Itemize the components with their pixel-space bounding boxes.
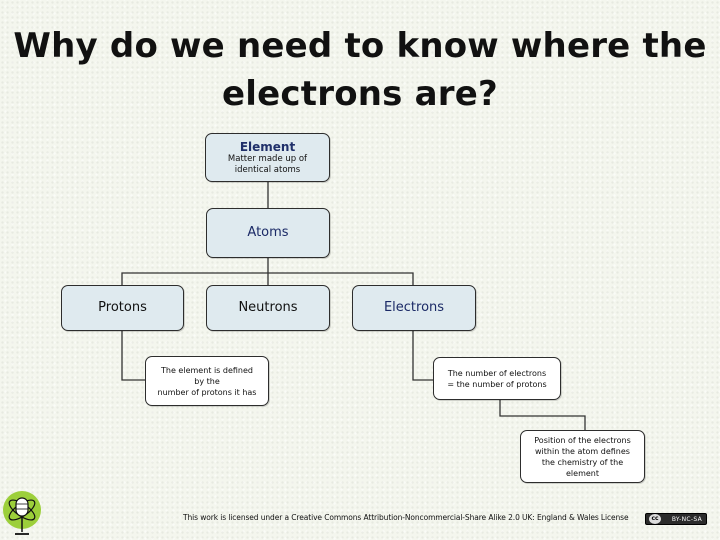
- position-note-line-2: within the atom defines: [535, 446, 630, 456]
- element-desc-line-2: identical atoms: [234, 164, 301, 175]
- connector-electronnote-position: [499, 400, 586, 430]
- connector-electrons-note: [412, 331, 433, 381]
- cc-icon: cc: [649, 514, 661, 524]
- element-desc-line-1: Matter made up of: [227, 153, 308, 164]
- electrons-box: Electrons: [352, 285, 476, 331]
- slide-title: Why do we need to know where the electro…: [0, 22, 720, 118]
- atoms-label: Atoms: [247, 225, 289, 240]
- connector-protons-note: [121, 331, 145, 381]
- title-line-2: electrons are?: [222, 74, 498, 114]
- proton-note-box: The element is defined by the number of …: [145, 356, 269, 406]
- neutrons-label: Neutrons: [238, 300, 298, 315]
- position-note-line-1: Position of the electrons: [534, 435, 631, 445]
- electron-note-line-2: = the number of protons: [447, 379, 547, 389]
- atoms-box: Atoms: [206, 208, 330, 258]
- proton-note-line-2: by the: [194, 376, 220, 386]
- neutrons-box: Neutrons: [206, 285, 330, 331]
- cc-license-badge[interactable]: cc BY-NC-SA: [645, 513, 707, 525]
- protons-box: Protons: [61, 285, 184, 331]
- position-note-line-3: the chemistry of the: [541, 457, 624, 467]
- position-note-box: Position of the electrons within the ato…: [520, 430, 645, 483]
- element-heading: Element: [239, 139, 296, 154]
- atom-microphone-logo-icon: [3, 491, 41, 535]
- license-text: This work is licensed under a Creative C…: [183, 513, 629, 522]
- cc-terms-label: BY-NC-SA: [671, 515, 702, 523]
- electron-note-box: The number of electrons = the number of …: [433, 357, 561, 400]
- title-line-1: Why do we need to know where the: [13, 26, 707, 66]
- position-note-line-4: element: [566, 468, 599, 478]
- element-box: Element Matter made up of identical atom…: [205, 133, 330, 182]
- electron-note-line-1: The number of electrons: [447, 368, 547, 378]
- proton-note-line-3: number of protons it has: [157, 387, 257, 397]
- protons-label: Protons: [98, 300, 147, 315]
- electrons-label: Electrons: [383, 300, 445, 315]
- proton-note-line-1: The element is defined: [161, 365, 253, 375]
